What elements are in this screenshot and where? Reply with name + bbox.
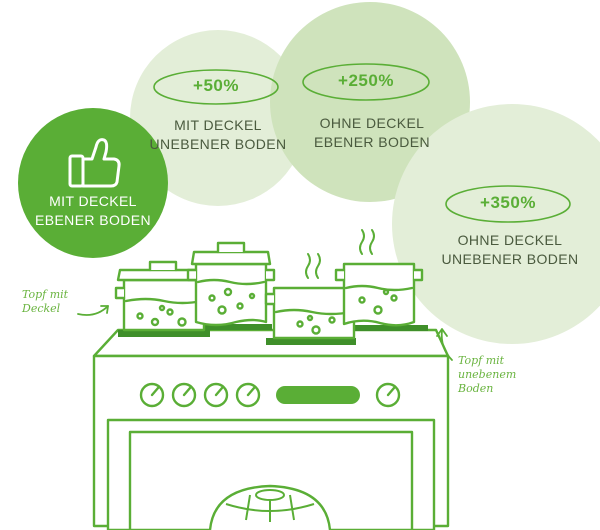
annotation-pot-with-lid-line1: Topf mit: [22, 288, 69, 301]
label-lid-flat-line1: MIT DECKEL: [49, 193, 137, 209]
annotation-pot-with-lid: Topf mit Deckel: [22, 288, 92, 316]
label-nolid-flat-line2: EBENER BODEN: [313, 134, 431, 150]
annotation-pot-uneven: Topf mit unebenem Boden: [458, 354, 538, 396]
label-nolid-flat: OHNE DECKEL EBENER BODEN: [302, 114, 442, 152]
arrow-pot-with-lid: [77, 305, 109, 316]
annotation-pot-uneven-line2: unebenem: [458, 368, 517, 381]
steam-lines-pot4: [359, 229, 375, 255]
percent-oval-nolid-uneven: [445, 185, 571, 223]
stove-knobs: [139, 382, 401, 408]
percent-nolid-flat: +250%: [338, 71, 394, 90]
arrow-head-pot-uneven: [436, 328, 448, 337]
steam-lines-pot3: [305, 253, 321, 279]
arrow-head-pot-with-lid: [100, 305, 109, 314]
label-lid-uneven-line1: MIT DECKEL: [174, 117, 262, 133]
arrow-pot-uneven: [440, 329, 453, 361]
bubble-nolid-uneven: [392, 104, 600, 344]
percent-oval-nolid-flat: [302, 63, 430, 101]
stove-display: [276, 386, 360, 404]
bundt-cake-ridges: [225, 492, 315, 522]
bundt-cake-hole: [255, 489, 285, 501]
percent-oval-lid-uneven: [153, 69, 279, 105]
pot-with-lid-uneven: [186, 241, 276, 327]
bubble-lid-flat: [18, 108, 168, 258]
label-lid-uneven: MIT DECKEL UNEBENER BODEN: [148, 116, 288, 154]
pot-without-lid-uneven: [334, 262, 424, 327]
annotation-pot-uneven-line3: Boden: [458, 382, 494, 395]
label-lid-uneven-line2: UNEBENER BODEN: [149, 136, 287, 152]
burners: [118, 324, 428, 345]
label-lid-flat: MIT DECKEL EBENER BODEN: [23, 192, 163, 230]
percent-nolid-uneven: +350%: [480, 193, 536, 212]
label-nolid-uneven-line1: OHNE DECKEL: [457, 232, 563, 248]
label-lid-flat-line2: EBENER BODEN: [34, 212, 152, 228]
annotation-pot-uneven-line1: Topf mit: [458, 354, 505, 367]
label-nolid-uneven: OHNE DECKEL UNEBENER BODEN: [440, 231, 580, 269]
label-nolid-flat-line1: OHNE DECKEL: [319, 115, 425, 131]
annotation-pot-with-lid-line2: Deckel: [22, 302, 61, 315]
label-nolid-uneven-line2: UNEBENER BODEN: [441, 251, 579, 267]
thumbs-up-icon: [68, 138, 121, 188]
percent-lid-uneven: +50%: [193, 76, 239, 95]
pot-without-lid: [264, 286, 364, 340]
